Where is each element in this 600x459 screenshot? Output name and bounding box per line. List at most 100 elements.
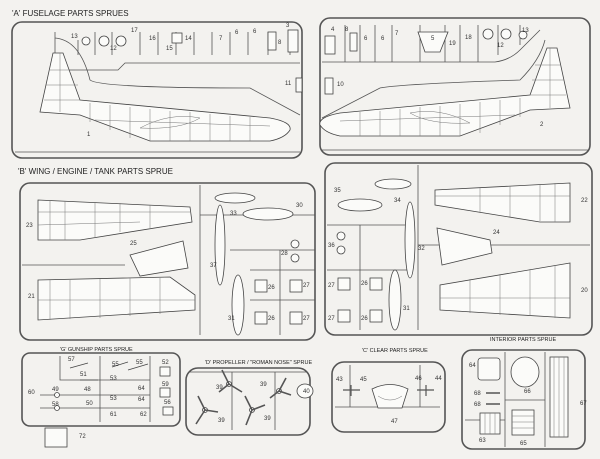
title-propeller-sprue: 'D' PROPELLER / "ROMAN NOSE" SPRUE (205, 360, 312, 366)
part-number: 48 (84, 387, 91, 393)
clear-sprue (331, 361, 446, 433)
interior-sprue (461, 349, 586, 450)
part-number: 12 (497, 43, 504, 49)
part-number: 56 (164, 400, 171, 406)
part-number: 40 (303, 389, 310, 395)
part-number: 28 (281, 251, 288, 257)
part-number: 14 (185, 36, 192, 42)
part-number: 26 (268, 316, 275, 322)
part-number: 2 (540, 122, 544, 128)
part-number: 18 (465, 35, 472, 41)
part-number: 22 (581, 198, 588, 204)
part-number: 65 (520, 441, 527, 447)
part-number: 24 (493, 230, 500, 236)
part-number: 26 (268, 285, 275, 291)
part-number: 50 (86, 401, 93, 407)
wing-lower-20 (439, 262, 571, 319)
part-number: 60 (28, 390, 35, 396)
part-number: 27 (328, 316, 335, 322)
part-number: 12 (110, 46, 117, 52)
part-number: 68 (474, 391, 481, 397)
part-number: 21 (28, 294, 35, 300)
part-number: 39 (260, 382, 267, 388)
part-number: 8 (278, 40, 282, 46)
part-number: 43 (336, 377, 343, 383)
part-number: 8 (345, 27, 349, 33)
part-number: 32 (418, 246, 425, 252)
part-number: 39 (218, 418, 225, 424)
wing-upper-23 (37, 199, 193, 241)
wing-section-24 (436, 227, 493, 266)
part-number: 1 (87, 132, 91, 138)
part-number: 64 (469, 363, 476, 369)
fuselage-sprue-right (319, 17, 591, 156)
part-number: 46 (415, 376, 422, 382)
wing-section-25 (129, 240, 189, 277)
part-72-box (44, 427, 68, 448)
part-number: 16 (149, 36, 156, 42)
part-number: 5 (431, 36, 435, 42)
title-gunship-sprue: 'G' GUNSHIP PARTS SPRUE (60, 347, 133, 353)
part-number: 55 (136, 360, 143, 366)
part-number: 67 (580, 401, 587, 407)
part-number: 37 (210, 263, 217, 269)
title-clear-sprue: 'C' CLEAR PARTS SPRUE (362, 348, 428, 354)
part-number: 59 (162, 382, 169, 388)
part-number: 55 (112, 362, 119, 368)
part-number: 31 (403, 306, 410, 312)
part-number: 11 (285, 81, 292, 87)
part-number: 7 (395, 31, 399, 37)
part-number: 6 (381, 36, 385, 42)
part-number: 13 (71, 34, 78, 40)
part-number: 63 (479, 438, 486, 444)
fuselage-half-1 (39, 52, 291, 142)
part-number: 49 (52, 387, 59, 393)
part-number: 23 (26, 223, 33, 229)
part-number: 19 (449, 41, 456, 47)
part-number: 26 (361, 316, 368, 322)
part-number: 6 (235, 30, 239, 36)
part-number: 57 (68, 357, 75, 363)
title-interior-sprue: INTERIOR PARTS SPRUE (490, 337, 556, 343)
part-number: 53 (110, 396, 117, 402)
title-fuselage-sprue: 'A' FUSELAGE PARTS SPRUES (12, 9, 129, 18)
part-number: 7 (219, 36, 223, 42)
fuselage-sprue-left (11, 21, 303, 159)
part-number: 6 (364, 36, 368, 42)
part-number: 17 (131, 28, 138, 34)
part-number: 31 (228, 316, 235, 322)
part-number: 10 (337, 82, 344, 88)
part-number: 51 (80, 372, 87, 378)
part-number: 27 (303, 283, 310, 289)
part-number: 68 (474, 402, 481, 408)
part-number: 39 (216, 385, 223, 391)
part-number: 47 (391, 419, 398, 425)
part-number: 44 (435, 376, 442, 382)
part-number: 66 (524, 389, 531, 395)
part-number: 27 (328, 283, 335, 289)
part-number: 25 (130, 241, 137, 247)
wing-lower-21 (37, 276, 196, 321)
part-number: 64 (138, 386, 145, 392)
part-number: 45 (360, 377, 367, 383)
part-number: 13 (522, 28, 529, 34)
part-number: 33 (230, 211, 237, 217)
part-number: 34 (394, 198, 401, 204)
part-number: 26 (361, 281, 368, 287)
part-number: 61 (110, 412, 117, 418)
part-number: 27 (303, 316, 310, 322)
part-number: 20 (581, 288, 588, 294)
propeller-sprue (185, 367, 314, 436)
part-number: 30 (296, 203, 303, 209)
part-number: 39 (264, 416, 271, 422)
part-number: 62 (140, 412, 147, 418)
part-number: 52 (162, 360, 169, 366)
wing-sprue-left (19, 182, 316, 341)
part-number: 64 (138, 397, 145, 403)
part-number: 6 (253, 29, 257, 35)
title-wing-sprue: 'B' WING / ENGINE / TANK PARTS SPRUE (18, 167, 173, 176)
part-number: 58 (52, 402, 59, 408)
part-number: 72 (79, 434, 86, 440)
